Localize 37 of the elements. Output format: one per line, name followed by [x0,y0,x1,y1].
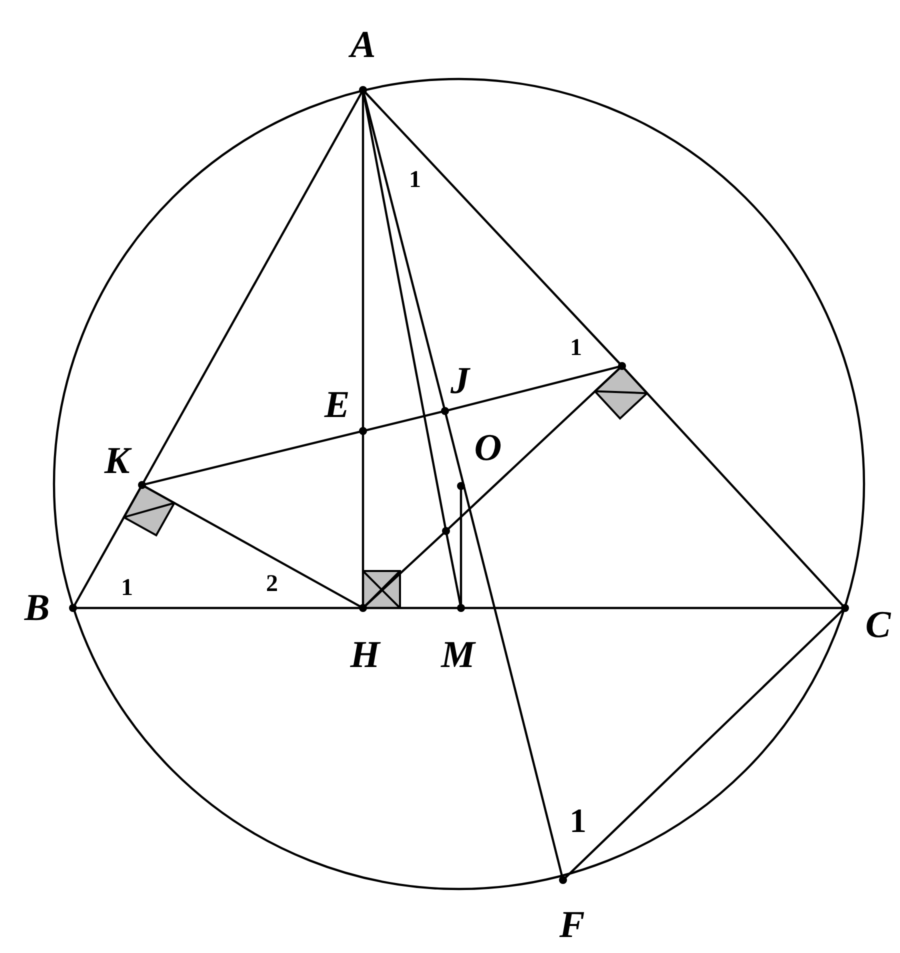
line-segment [142,92,362,483]
line-segment [76,606,360,610]
point-label: K [104,442,130,480]
line-segment [444,414,564,878]
line-segment [362,93,364,428]
line-segment [564,609,844,879]
line-segment [460,489,462,605]
line-segment [144,430,360,486]
line-segment [366,606,458,610]
line-segment [448,366,620,412]
point-label: H [350,636,380,674]
point-label: A [350,26,376,64]
angle-number: 1 [121,576,133,600]
point-label: O [474,429,502,467]
point-label: B [24,589,50,627]
line-segment [144,486,361,608]
point-dot [442,527,450,535]
angle-number: 1 [570,805,586,839]
line-segment [362,92,446,408]
point-label: F [559,906,585,944]
point-dot [618,362,626,370]
point-label: C [865,606,891,644]
line-segment [364,91,621,365]
line-segment [362,434,364,605]
line-segment [74,487,142,606]
point-label: E [324,386,350,424]
line-segment [366,410,442,432]
line-segment [364,532,445,607]
angle-number: 1 [409,168,421,192]
angle-number: 2 [266,572,278,596]
point-label: J [450,362,470,400]
angle-number: 1 [570,336,582,360]
point-label: M [441,636,475,674]
line-segment [447,367,621,530]
line-segment [464,606,842,610]
line-segment [623,367,844,607]
line-segment [446,534,462,606]
